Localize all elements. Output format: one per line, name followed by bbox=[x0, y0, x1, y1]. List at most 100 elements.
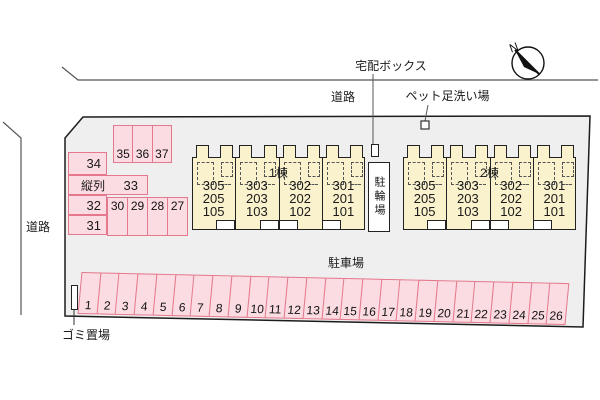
interior-dashed-line bbox=[307, 184, 318, 185]
parking-stall-35: 35 bbox=[113, 125, 134, 163]
interior-dashed-line bbox=[518, 184, 529, 185]
entrance-box bbox=[216, 220, 236, 230]
balcony-dashed bbox=[283, 162, 301, 185]
unit-rooms: 305 205 105 bbox=[202, 178, 225, 219]
building-label: 2棟 bbox=[480, 166, 499, 180]
unit-divider bbox=[532, 158, 534, 229]
parking-lot-label: 駐車場 bbox=[327, 256, 364, 270]
balcony-dashed bbox=[264, 162, 277, 177]
road-line-left bbox=[2, 121, 22, 315]
pet-wash-leader-line bbox=[424, 104, 429, 122]
interior-dashed-line bbox=[432, 184, 443, 185]
stair-tooth bbox=[407, 145, 420, 158]
stall-number: 33 bbox=[123, 177, 138, 193]
entrance-box bbox=[321, 220, 341, 230]
stair-tooth bbox=[306, 145, 320, 158]
stair-tooth bbox=[263, 145, 277, 158]
stair-tooth bbox=[196, 145, 209, 158]
unit-divider bbox=[321, 158, 323, 229]
parking-stall-28: 28 bbox=[147, 197, 168, 236]
stair-tooth bbox=[431, 145, 445, 158]
parking-stall-36: 36 bbox=[132, 125, 153, 163]
stair-tooth bbox=[493, 145, 507, 158]
road-label-top: 道路 bbox=[330, 90, 355, 104]
parking-stall-34: 34 bbox=[68, 152, 107, 175]
unit-rooms: 301 201 101 bbox=[543, 178, 566, 219]
building-1: 305 205 105 303 203 103 302 202 102 301 201… bbox=[192, 145, 365, 230]
parking-stall-26: 26 bbox=[545, 282, 570, 326]
bicycle-parking-box: 駐輪場 bbox=[368, 162, 390, 232]
unit-rooms: 305 205 105 bbox=[413, 178, 436, 219]
interior-dashed-line bbox=[264, 184, 275, 185]
unit-rooms: 301 201 101 bbox=[332, 178, 355, 219]
garbage-box-marker bbox=[71, 285, 78, 310]
unit-rooms: 302 202 102 bbox=[500, 178, 522, 219]
balcony-dashed bbox=[432, 162, 444, 177]
balcony-dashed bbox=[561, 162, 574, 177]
balcony-dashed bbox=[221, 162, 233, 177]
stair-tooth bbox=[450, 145, 464, 158]
balcony-dashed bbox=[307, 162, 320, 177]
balcony-dashed bbox=[326, 162, 344, 185]
parking-stall-29: 29 bbox=[127, 197, 148, 236]
parking-stall-30: 30 bbox=[107, 197, 128, 236]
stall-number: 32 bbox=[86, 197, 101, 213]
entrance-box bbox=[259, 220, 279, 230]
stall-number: 34 bbox=[86, 156, 101, 171]
pet-wash-marker bbox=[420, 120, 430, 130]
parking-stall-33-tandem: 縦列 33 bbox=[68, 175, 148, 195]
unit-divider bbox=[278, 158, 280, 229]
entrance-box bbox=[278, 220, 298, 230]
building-label: 1棟 bbox=[269, 166, 288, 180]
garbage-area-label: ゴミ置場 bbox=[62, 328, 111, 342]
stair-tooth bbox=[561, 145, 574, 158]
balcony-dashed bbox=[240, 162, 258, 185]
unit-divider bbox=[446, 158, 448, 229]
entrance-box bbox=[489, 220, 509, 230]
balcony-dashed bbox=[451, 162, 469, 185]
balcony-dashed bbox=[197, 162, 214, 185]
unit-divider bbox=[489, 158, 491, 229]
balcony-dashed bbox=[494, 162, 512, 185]
parking-stall-32: 32 bbox=[68, 195, 107, 215]
parking-stall-37: 37 bbox=[151, 125, 172, 163]
parking-stall-31: 31 bbox=[68, 215, 107, 235]
balcony-dashed bbox=[537, 162, 555, 185]
stair-tooth bbox=[325, 145, 339, 158]
unit-rooms: 303 203 103 bbox=[246, 178, 268, 219]
pet-wash-label: ペット足洗い場 bbox=[405, 89, 490, 103]
balcony-dashed bbox=[408, 162, 425, 185]
stall-number: 31 bbox=[86, 217, 101, 233]
compass-icon: N bbox=[507, 39, 545, 80]
stair-tooth bbox=[220, 145, 234, 158]
delivery-box-marker bbox=[371, 144, 379, 157]
road-line-top bbox=[61, 66, 598, 81]
compass-north-label: N bbox=[507, 39, 520, 55]
unit-divider bbox=[235, 158, 237, 229]
balcony-dashed bbox=[518, 162, 531, 177]
entrance-box bbox=[470, 220, 490, 230]
interior-dashed-line bbox=[350, 184, 361, 185]
stair-tooth bbox=[282, 145, 296, 158]
interior-dashed-line bbox=[475, 184, 486, 185]
tandem-label: 縦列 bbox=[81, 178, 106, 193]
interior-dashed-line bbox=[221, 184, 232, 185]
stair-tooth bbox=[474, 145, 488, 158]
balcony-dashed bbox=[350, 162, 363, 177]
entrance-box bbox=[532, 220, 552, 230]
building-2: 305 205 105 303 203 103 302 202 102 301 201… bbox=[403, 145, 576, 230]
stair-tooth bbox=[536, 145, 550, 158]
interior-dashed-line bbox=[561, 184, 572, 185]
road-label-left: 道路 bbox=[26, 220, 51, 234]
delivery-box-label: 宅配ボックス bbox=[355, 59, 427, 73]
unit-rooms: 302 202 102 bbox=[289, 178, 311, 219]
balcony-dashed bbox=[475, 162, 488, 177]
unit-rooms: 303 203 103 bbox=[457, 178, 479, 219]
stair-tooth bbox=[239, 145, 253, 158]
parking-stall-27: 27 bbox=[167, 197, 188, 236]
stair-tooth bbox=[517, 145, 531, 158]
entrance-box bbox=[427, 220, 447, 230]
